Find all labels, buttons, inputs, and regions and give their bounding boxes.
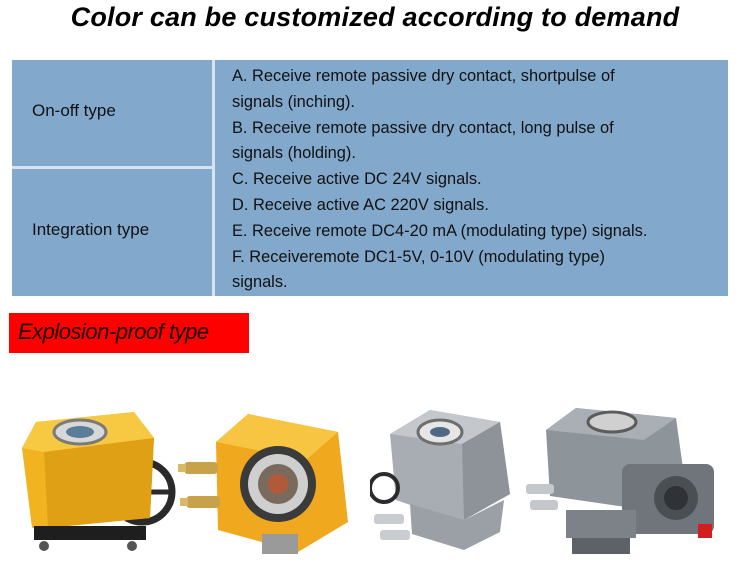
spec-line: B. Receive remote passive dry contact, l…: [232, 118, 614, 137]
yellow-actuator-handwheel: [22, 412, 176, 551]
type-cell-on-off: On-off type: [12, 60, 212, 166]
page-title: Color can be customized according to dem…: [70, 2, 680, 32]
spec-line: C. Receive active DC 24V signals.: [232, 170, 482, 189]
spec-line: F. Receiveremote DC1-5V, 0-10V (modulati…: [232, 247, 605, 266]
spec-line: D. Receive active AC 220V signals.: [232, 195, 489, 214]
spec-table: On-off type Integration type A. Receive …: [12, 60, 728, 296]
banner-label: Explosion-proof type: [18, 319, 209, 344]
silver-actuator: [370, 410, 510, 550]
type-label: On-off type: [32, 101, 116, 120]
spec-line: A. Receive remote passive dry contact, s…: [232, 67, 615, 85]
yellow-actuator-explosion-proof: [178, 414, 348, 554]
spec-line: signals.: [232, 273, 288, 292]
spec-line: signals (inching).: [232, 92, 355, 111]
row-divider: [12, 166, 212, 169]
type-cell-integration: Integration type: [12, 169, 212, 296]
grey-actuator-explosion-proof: [526, 408, 714, 554]
signal-spec-list: A. Receive remote passive dry contact, s…: [232, 64, 728, 296]
spec-line: signals (holding).: [232, 144, 356, 163]
product-photo-row: [0, 380, 750, 567]
type-label: Integration type: [32, 220, 150, 239]
explosion-proof-banner: Explosion-proof type: [9, 313, 249, 353]
column-divider: [212, 60, 215, 296]
spec-line: E. Receive remote DC4-20 mA (modulating …: [232, 221, 648, 240]
